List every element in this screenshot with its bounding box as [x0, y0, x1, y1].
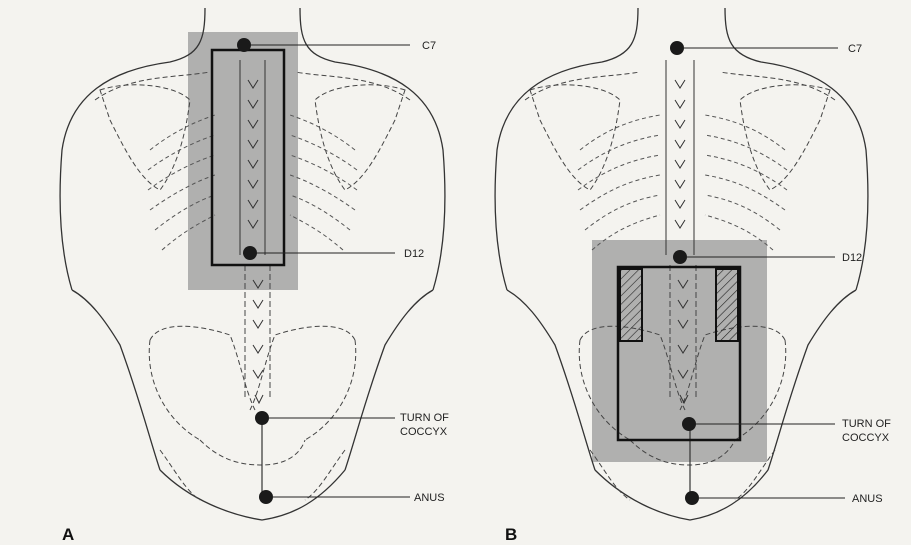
- panel-b-coccyx-label-line2: COCCYX: [842, 432, 890, 444]
- panel-a-right-scapula: [315, 85, 405, 190]
- panel-a-c7-marker: [237, 38, 251, 52]
- panel-b-left-scapula: [530, 85, 620, 190]
- panel-a-d12-marker: [243, 246, 257, 260]
- panel-b-right-shield-block: [716, 269, 738, 341]
- panel-b-anus-label: ANUS: [852, 493, 883, 505]
- panel-a-c7-label: C7: [422, 40, 436, 52]
- panel-a-coccyx-label-line2: COCCYX: [400, 426, 448, 438]
- panel-b-right-scapula: [740, 85, 830, 190]
- panel-b: C7 D12 TURN OF COCCYX ANUS B: [495, 8, 891, 544]
- panel-b-anus-marker: [685, 491, 699, 505]
- panel-b-right-clavicle: [720, 72, 835, 100]
- panel-a-left-scapula: [100, 85, 190, 190]
- panel-a-anus-label: ANUS: [414, 492, 445, 504]
- panel-b-c7-label: C7: [848, 43, 862, 55]
- panel-a-shaded-region: [188, 32, 298, 290]
- panel-a-right-clavicle: [295, 72, 410, 100]
- panel-a-letter: A: [62, 525, 74, 544]
- panel-a-anus-marker: [259, 490, 273, 504]
- panel-a-coccyx-marker: [255, 411, 269, 425]
- panel-b-letter: B: [505, 525, 517, 544]
- panel-a: C7 D12 TURN OF COCCYX ANUS A: [60, 8, 449, 544]
- panel-b-left-shield-block: [620, 269, 642, 341]
- panel-b-c7-marker: [670, 41, 684, 55]
- panel-b-ribs: [578, 115, 787, 250]
- panel-b-coccyx-label-line1: TURN OF: [842, 418, 891, 430]
- panel-a-d12-label: D12: [404, 248, 424, 260]
- panel-a-pelvis: [149, 326, 356, 465]
- panel-a-coccyx-label-line1: TURN OF: [400, 412, 449, 424]
- panel-b-coccyx-marker: [682, 417, 696, 431]
- panel-b-d12-marker: [673, 250, 687, 264]
- panel-b-left-clavicle: [525, 72, 640, 100]
- panel-b-d12-label: D12: [842, 252, 862, 264]
